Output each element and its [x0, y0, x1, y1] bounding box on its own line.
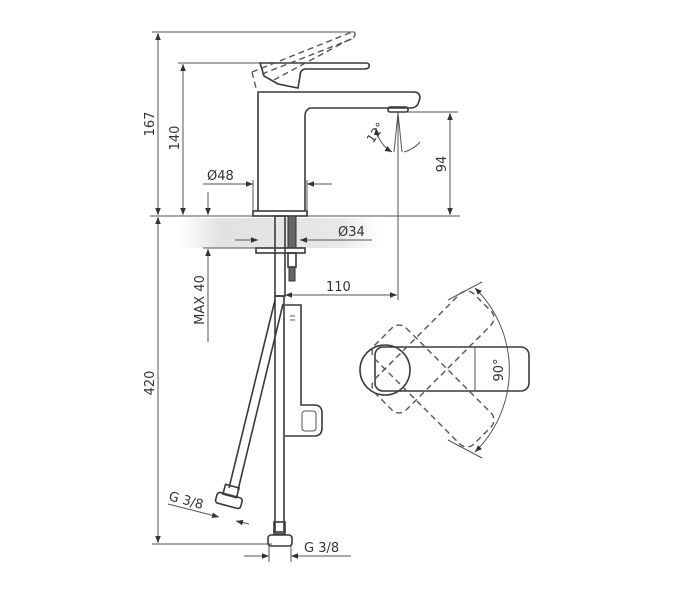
dim-140-label: 140 [168, 126, 183, 151]
dim-110-label: 110 [326, 280, 351, 295]
dim-420-label: 420 [143, 371, 158, 396]
deck-section [180, 218, 380, 248]
thread-bottom-label: G 3/8 [304, 541, 339, 556]
thread-left-label: G 3/8 [167, 489, 205, 513]
faucet-side-view [251, 31, 421, 217]
dim-94-label: 94 [435, 156, 450, 173]
dim-12deg-label: 12° [364, 120, 388, 145]
dim-167-label: 167 [143, 112, 158, 137]
dim-max40-label: MAX 40 [193, 275, 208, 325]
dim-48-label: Ø48 [207, 169, 234, 184]
dim-34-label: Ø34 [338, 225, 365, 240]
supply-hoses [214, 295, 293, 547]
dimension-lines [155, 33, 453, 562]
valve-box [285, 304, 323, 437]
dim-90deg-label: 90° [492, 358, 507, 381]
lever-top-view [359, 281, 530, 459]
